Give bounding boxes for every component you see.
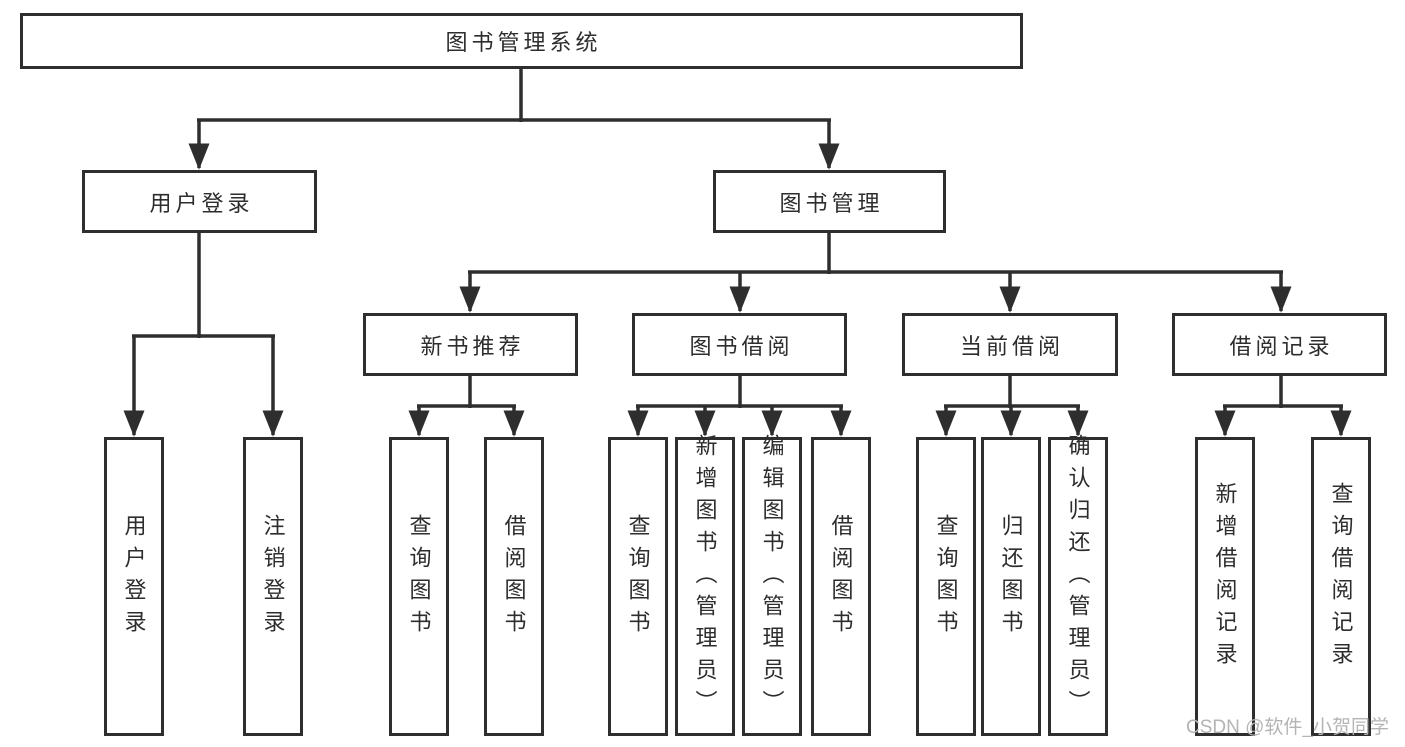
leaf-records-add-record-label: 新增借阅记录 <box>1212 481 1238 674</box>
leaf-user-login: 用户登录 <box>104 437 164 736</box>
node-new-book-recommend-label: 新书推荐 <box>420 333 525 359</box>
leaf-recommend-query-book-label: 查询图书 <box>406 513 432 642</box>
node-root: 图书管理系统 <box>20 13 1023 69</box>
leaf-records-query-record-label: 查询借阅记录 <box>1328 481 1354 674</box>
node-book-management: 图书管理 <box>713 170 946 233</box>
leaf-records-add-record: 新增借阅记录 <box>1195 437 1255 736</box>
leaf-borrow-query-book-label: 查询图书 <box>625 513 651 642</box>
node-root-label: 图书管理系统 <box>445 30 602 55</box>
node-borrow-records-label: 借阅记录 <box>1229 333 1334 359</box>
leaf-borrow-add-book-admin-label: 新增图书（管理员） <box>692 433 718 722</box>
leaf-logout: 注销登录 <box>243 437 303 736</box>
csdn-watermark: CSDN @软件_小贺同学 <box>1186 717 1389 738</box>
leaf-borrow-edit-book-admin-label: 编辑图书（管理员） <box>759 433 785 722</box>
leaf-logout-label: 注销登录 <box>260 513 286 642</box>
leaf-current-return-book-label: 归还图书 <box>998 513 1024 642</box>
leaf-user-login-label: 用户登录 <box>121 513 147 642</box>
node-borrow-records: 借阅记录 <box>1172 313 1387 376</box>
node-user-login-label: 用户登录 <box>149 190 254 216</box>
leaf-borrow-query-book: 查询图书 <box>608 437 668 736</box>
node-book-borrow-label: 图书借阅 <box>689 333 794 359</box>
node-book-borrow: 图书借阅 <box>632 313 847 376</box>
leaf-current-query-book-label: 查询图书 <box>933 513 959 642</box>
leaf-recommend-query-book: 查询图书 <box>389 437 449 736</box>
node-new-book-recommend: 新书推荐 <box>363 313 578 376</box>
leaf-current-query-book: 查询图书 <box>916 437 976 736</box>
node-current-borrow: 当前借阅 <box>902 313 1118 376</box>
leaf-records-query-record: 查询借阅记录 <box>1311 437 1371 736</box>
node-book-management-label: 图书管理 <box>779 190 884 216</box>
leaf-recommend-borrow-book-label: 借阅图书 <box>501 513 527 642</box>
leaf-current-confirm-return-admin-label: 确认归还（管理员） <box>1065 433 1091 722</box>
leaf-current-confirm-return-admin: 确认归还（管理员） <box>1048 433 1108 736</box>
leaf-borrow-edit-book-admin: 编辑图书（管理员） <box>742 433 802 736</box>
node-user-login: 用户登录 <box>82 170 317 233</box>
leaf-borrow-add-book-admin: 新增图书（管理员） <box>675 433 735 736</box>
node-current-borrow-label: 当前借阅 <box>959 333 1064 359</box>
leaf-borrow-borrow-book-label: 借阅图书 <box>828 513 854 642</box>
leaf-borrow-borrow-book: 借阅图书 <box>811 437 871 736</box>
leaf-recommend-borrow-book: 借阅图书 <box>484 437 544 736</box>
leaf-current-return-book: 归还图书 <box>981 437 1041 736</box>
